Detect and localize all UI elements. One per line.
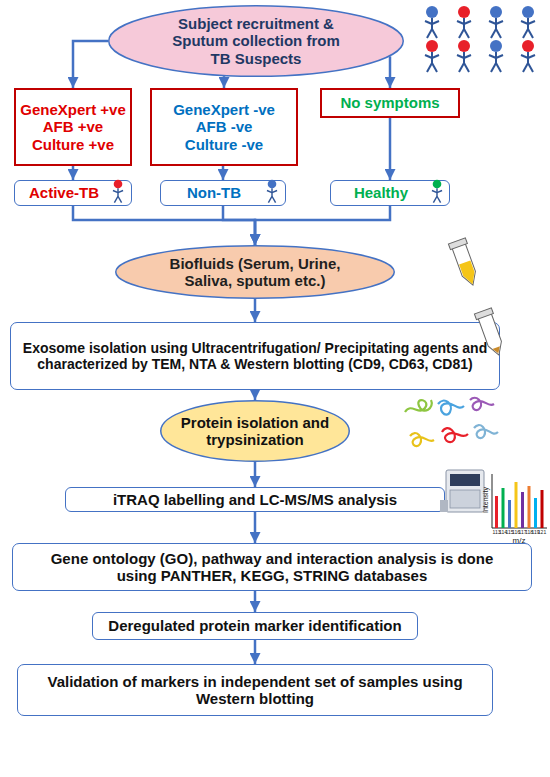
process-box: GeneXpert -ve AFB -ve Culture -ve — [150, 88, 298, 166]
process-box: GeneXpert +ve AFB +ve Culture +ve — [14, 88, 132, 166]
person-icon — [489, 6, 503, 38]
text-holder: Exosome isolation using Ultracentrifugat… — [17, 340, 493, 372]
node-text: GeneXpert +ve AFB +ve Culture +ve — [17, 101, 129, 153]
ellipse-shape — [109, 6, 404, 77]
process-ellipse: Subject recruitment & Sputum collection … — [108, 5, 404, 77]
person-icon — [425, 40, 439, 72]
node-text: GeneXpert -ve AFB -ve Culture -ve — [168, 101, 280, 153]
text-holder: Biofluids (Serum, Urine, Saliva, sputum … — [150, 255, 360, 290]
node-text: No symptoms — [325, 94, 455, 111]
flow-arrow — [254, 591, 257, 612]
node-text: Deregulated protein marker identificatio… — [97, 617, 413, 634]
person-icon — [521, 40, 535, 72]
flow-arrow — [255, 206, 390, 245]
process-ellipse: Biofluids (Serum, Urine, Saliva, sputum … — [115, 245, 395, 299]
process-box: Validation of markers in independent set… — [17, 664, 493, 716]
person-icon — [457, 6, 471, 38]
node-text: Biofluids (Serum, Urine, Saliva, sputum … — [150, 255, 360, 290]
process-box: Gene ontology (GO), pathway and interact… — [12, 543, 532, 591]
flow-arrow — [254, 512, 257, 543]
node-text: Exosome isolation using Ultracentrifugat… — [17, 340, 493, 372]
node-text: Protein isolation and trypsinization — [180, 414, 330, 449]
text-holder: GeneXpert -ve AFB -ve Culture -ve — [168, 101, 280, 153]
node-text: Gene ontology (GO), pathway and interact… — [37, 550, 507, 585]
node-text: iTRAQ labelling and LC-MS/MS analysis — [70, 491, 440, 508]
flow-arrow — [389, 56, 392, 88]
text-holder: Subject recruitment & Sputum collection … — [166, 15, 346, 67]
flow-arrow — [223, 206, 255, 245]
flow-arrow — [254, 462, 257, 487]
text-holder: Non-TB — [169, 184, 259, 201]
node-text: Healthy — [336, 184, 426, 201]
person-icon — [489, 40, 503, 72]
person-icon — [425, 6, 439, 38]
process-box: Exosome isolation using Ultracentrifugat… — [10, 322, 500, 390]
text-holder: GeneXpert +ve AFB +ve Culture +ve — [17, 101, 129, 153]
flow-arrow — [222, 166, 225, 180]
text-holder: Healthy — [336, 184, 426, 201]
text-holder: iTRAQ labelling and LC-MS/MS analysis — [70, 491, 440, 508]
flow-arrow — [254, 640, 257, 664]
ellipse-shape — [116, 246, 395, 299]
process-box: Deregulated protein marker identificatio… — [92, 612, 418, 640]
flow-arrow — [254, 390, 257, 400]
axis-label: m/z — [513, 537, 526, 545]
flow-arrow — [73, 41, 108, 88]
process-box: No symptoms — [320, 88, 460, 118]
flow-arrow — [73, 206, 255, 245]
text-holder: Gene ontology (GO), pathway and interact… — [37, 550, 507, 585]
flow-arrow — [223, 76, 226, 88]
ellipse-shape — [161, 401, 350, 462]
person-icon — [521, 6, 535, 38]
flow-arrow — [389, 118, 392, 180]
process-box: Healthy — [330, 180, 450, 206]
mass-spectrometer — [440, 470, 484, 512]
tube-icon — [448, 238, 481, 288]
node-text: Validation of markers in independent set… — [35, 673, 475, 708]
node-text: Subject recruitment & Sputum collection … — [166, 15, 346, 67]
process-box: Active-TB — [14, 180, 132, 206]
flow-arrow — [72, 166, 75, 180]
axis-label: Intensity — [482, 487, 489, 513]
reporter-ion-chart — [492, 474, 547, 528]
node-text: Non-TB — [169, 184, 259, 201]
tick-label: 121 — [538, 530, 546, 535]
flow-arrow — [254, 299, 257, 322]
text-holder: Active-TB — [19, 184, 109, 201]
text-holder: Validation of markers in independent set… — [35, 673, 475, 708]
text-holder: No symptoms — [325, 94, 455, 111]
protein-icons — [405, 398, 498, 446]
process-box: Non-TB — [160, 180, 286, 206]
text-holder: Protein isolation and trypsinization — [180, 414, 330, 449]
process-ellipse: Protein isolation and trypsinization — [160, 400, 350, 462]
person-icon — [457, 40, 471, 72]
process-box: iTRAQ labelling and LC-MS/MS analysis — [65, 487, 445, 512]
node-text: Active-TB — [19, 184, 109, 201]
text-holder: Deregulated protein marker identificatio… — [97, 617, 413, 634]
